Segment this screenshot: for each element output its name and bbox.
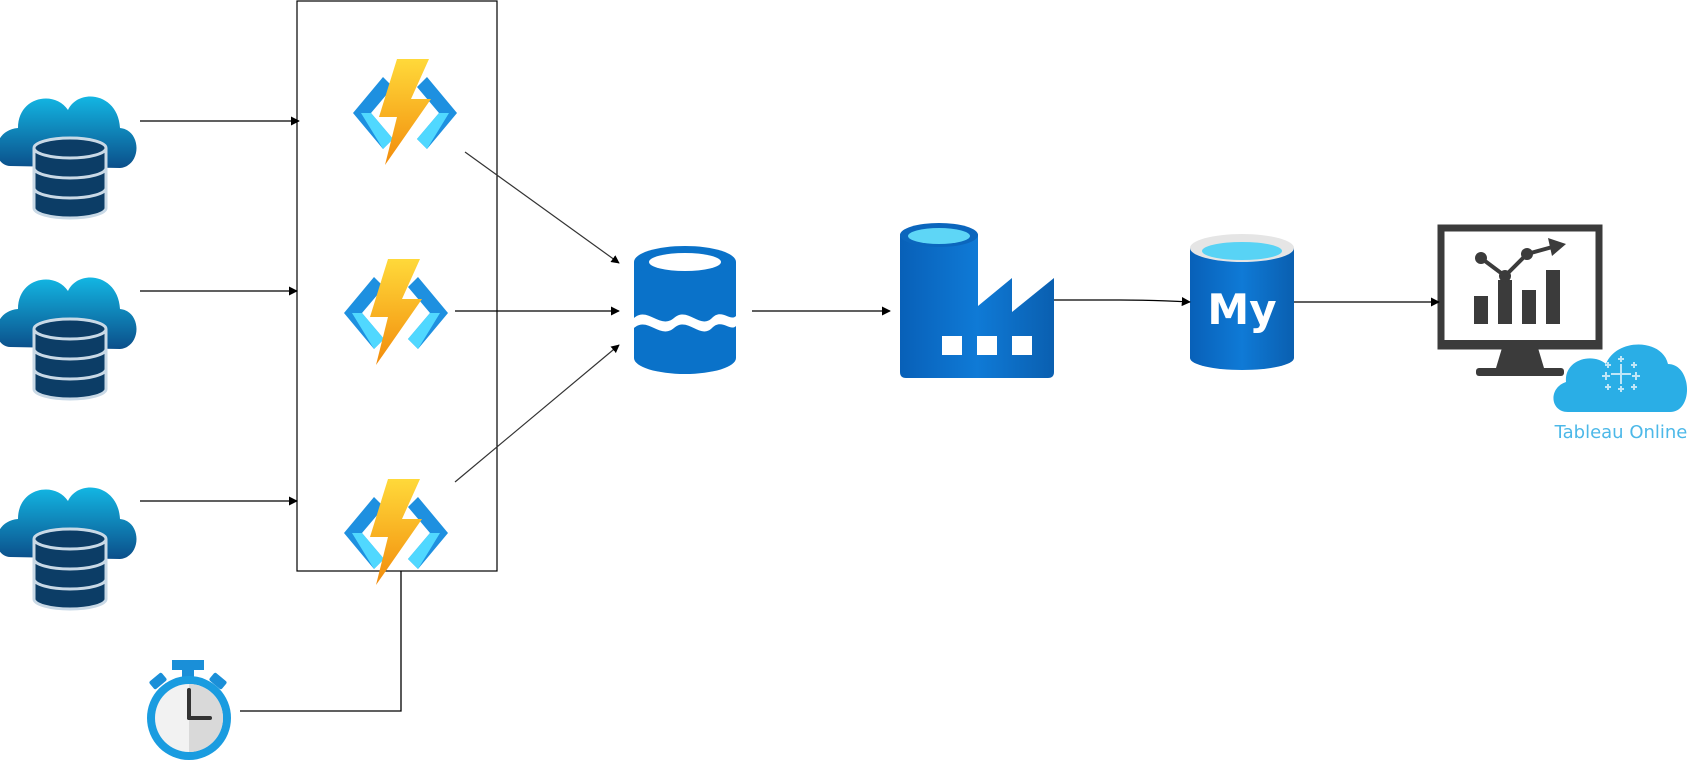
arrow-function-3-to-lake (454, 344, 620, 483)
azure-function-icon (344, 479, 448, 585)
azure-function-icon (344, 259, 448, 365)
tableau-cloud-icon (1553, 344, 1688, 412)
dashboard-monitor-icon (1437, 224, 1603, 376)
svg-text:My: My (1207, 285, 1276, 334)
timer-trigger-connector (240, 571, 402, 712)
functions-group-box (296, 0, 498, 572)
stopwatch-icon (147, 660, 231, 760)
tableau-online-label: Tableau Online (1554, 422, 1688, 443)
azure-function-icon (353, 59, 457, 165)
arrow-function-1-to-lake (464, 151, 620, 264)
data-factory-icon (900, 223, 1054, 378)
cloud-database-icon (0, 275, 139, 401)
cloud-database-icon (0, 485, 139, 611)
data-lake-storage-icon (634, 246, 736, 374)
mysql-database-icon: My (1190, 234, 1294, 370)
cloud-database-icon (0, 94, 139, 220)
arrow-factory-to-mysql (1054, 297, 1191, 307)
